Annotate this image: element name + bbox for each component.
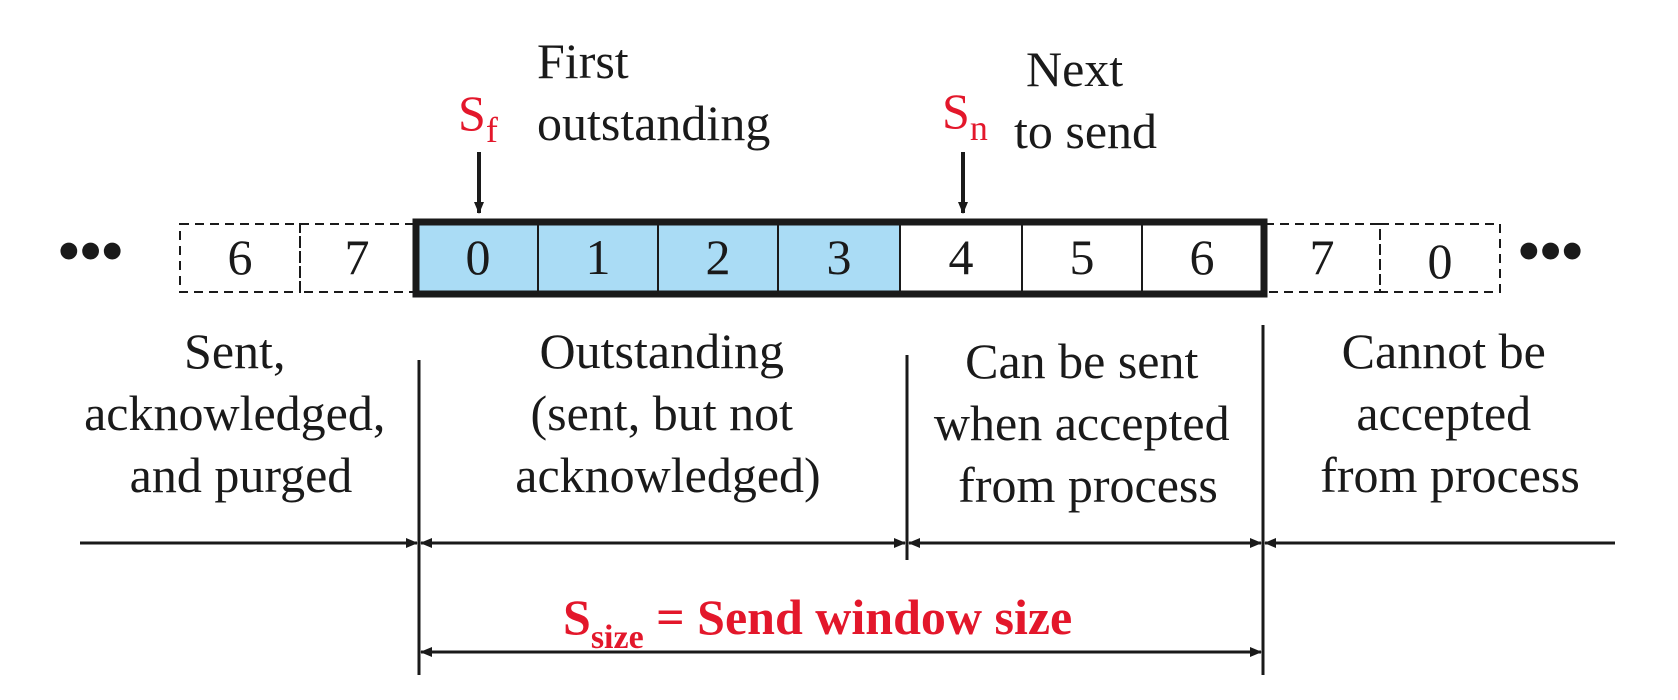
ellipsis-left: ••• (58, 218, 123, 286)
frame-number: 7 (345, 229, 370, 285)
frame-cell-before-7 (299, 223, 416, 293)
frame-cell-after-0 (1379, 223, 1501, 293)
frame-number: 0 (1428, 233, 1453, 289)
frame-cell-after-7 (1264, 223, 1381, 293)
region-sent-label: Sent, acknowledged, and purged (84, 323, 398, 503)
region-cannot-label: Cannot be accepted from process (1320, 323, 1580, 503)
frame-number: 2 (706, 229, 731, 285)
sf-caption-line-2: outstanding (537, 95, 770, 151)
sf-caption-line-1: First (537, 33, 629, 89)
ellipsis-right: ••• (1518, 218, 1583, 286)
frame-number: 0 (466, 229, 491, 285)
frame-cell-outstanding-0 (417, 223, 539, 293)
sn-caption-line-2: to send (1014, 103, 1157, 159)
sn-caption-line-1: Next (1026, 41, 1123, 97)
region-can-send-label: Can be sent when accepted from process (934, 333, 1242, 513)
frame-number: 1 (586, 229, 611, 285)
sn-pointer-label: Sn (942, 83, 988, 148)
frame-number: 4 (949, 229, 974, 285)
region-outstanding-label: Outstanding (sent, but not acknowledged) (515, 323, 820, 503)
frame-number: 6 (1190, 229, 1215, 285)
send-window-size-label: Ssize = Send window size (563, 589, 1072, 656)
sf-pointer-label: Sf (458, 85, 498, 150)
frame-number: 3 (827, 229, 852, 285)
frame-number: 7 (1310, 229, 1335, 285)
frame-number: 5 (1070, 229, 1095, 285)
frame-number: 6 (228, 229, 253, 285)
frame-cell-outstanding-1 (537, 223, 659, 293)
